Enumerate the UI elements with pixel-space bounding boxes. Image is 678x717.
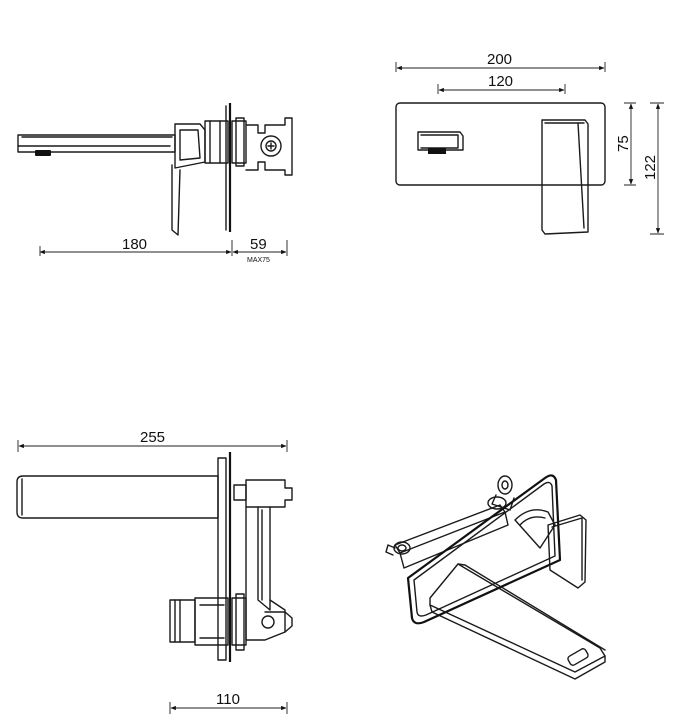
top-cartridge-port <box>261 615 275 629</box>
isometric-view <box>385 474 606 680</box>
iso-lever <box>547 514 587 589</box>
front-spout-outlet <box>417 131 464 151</box>
iso-aerator <box>567 648 589 666</box>
front-wall-plate <box>395 102 606 186</box>
top-lever <box>169 599 196 643</box>
top-view: 255 110 <box>16 429 293 714</box>
top-rough-in-body <box>257 506 271 611</box>
dim-label-max75: MAX75 <box>247 257 270 264</box>
side-aerator <box>35 150 51 156</box>
front-aerator <box>428 148 446 154</box>
dim-label-120: 120 <box>488 73 513 90</box>
dim-label-75: 75 <box>615 135 632 152</box>
side-inlet-circle <box>260 135 282 157</box>
top-spout <box>16 475 219 519</box>
dim-label-200: 200 <box>487 51 512 68</box>
side-rough-in <box>231 120 247 164</box>
dim-label-122: 122 <box>642 155 659 180</box>
iso-top-fitting <box>497 475 513 495</box>
dim-label-59: 59 <box>250 236 267 253</box>
side-cartridge <box>204 120 229 164</box>
dim-label-110: 110 <box>216 691 240 708</box>
top-inlet-fitting <box>233 484 247 501</box>
iso-wall-plate <box>406 474 562 625</box>
dim-label-180: 180 <box>122 236 147 253</box>
front-view: 200 120 75 122 <box>395 51 664 235</box>
side-view: 180 59 MAX75 <box>17 103 293 264</box>
dim-label-255: 255 <box>140 429 165 446</box>
front-lever <box>541 119 589 235</box>
iso-rough-in-bar <box>394 504 506 554</box>
side-lever-handle <box>171 164 181 236</box>
